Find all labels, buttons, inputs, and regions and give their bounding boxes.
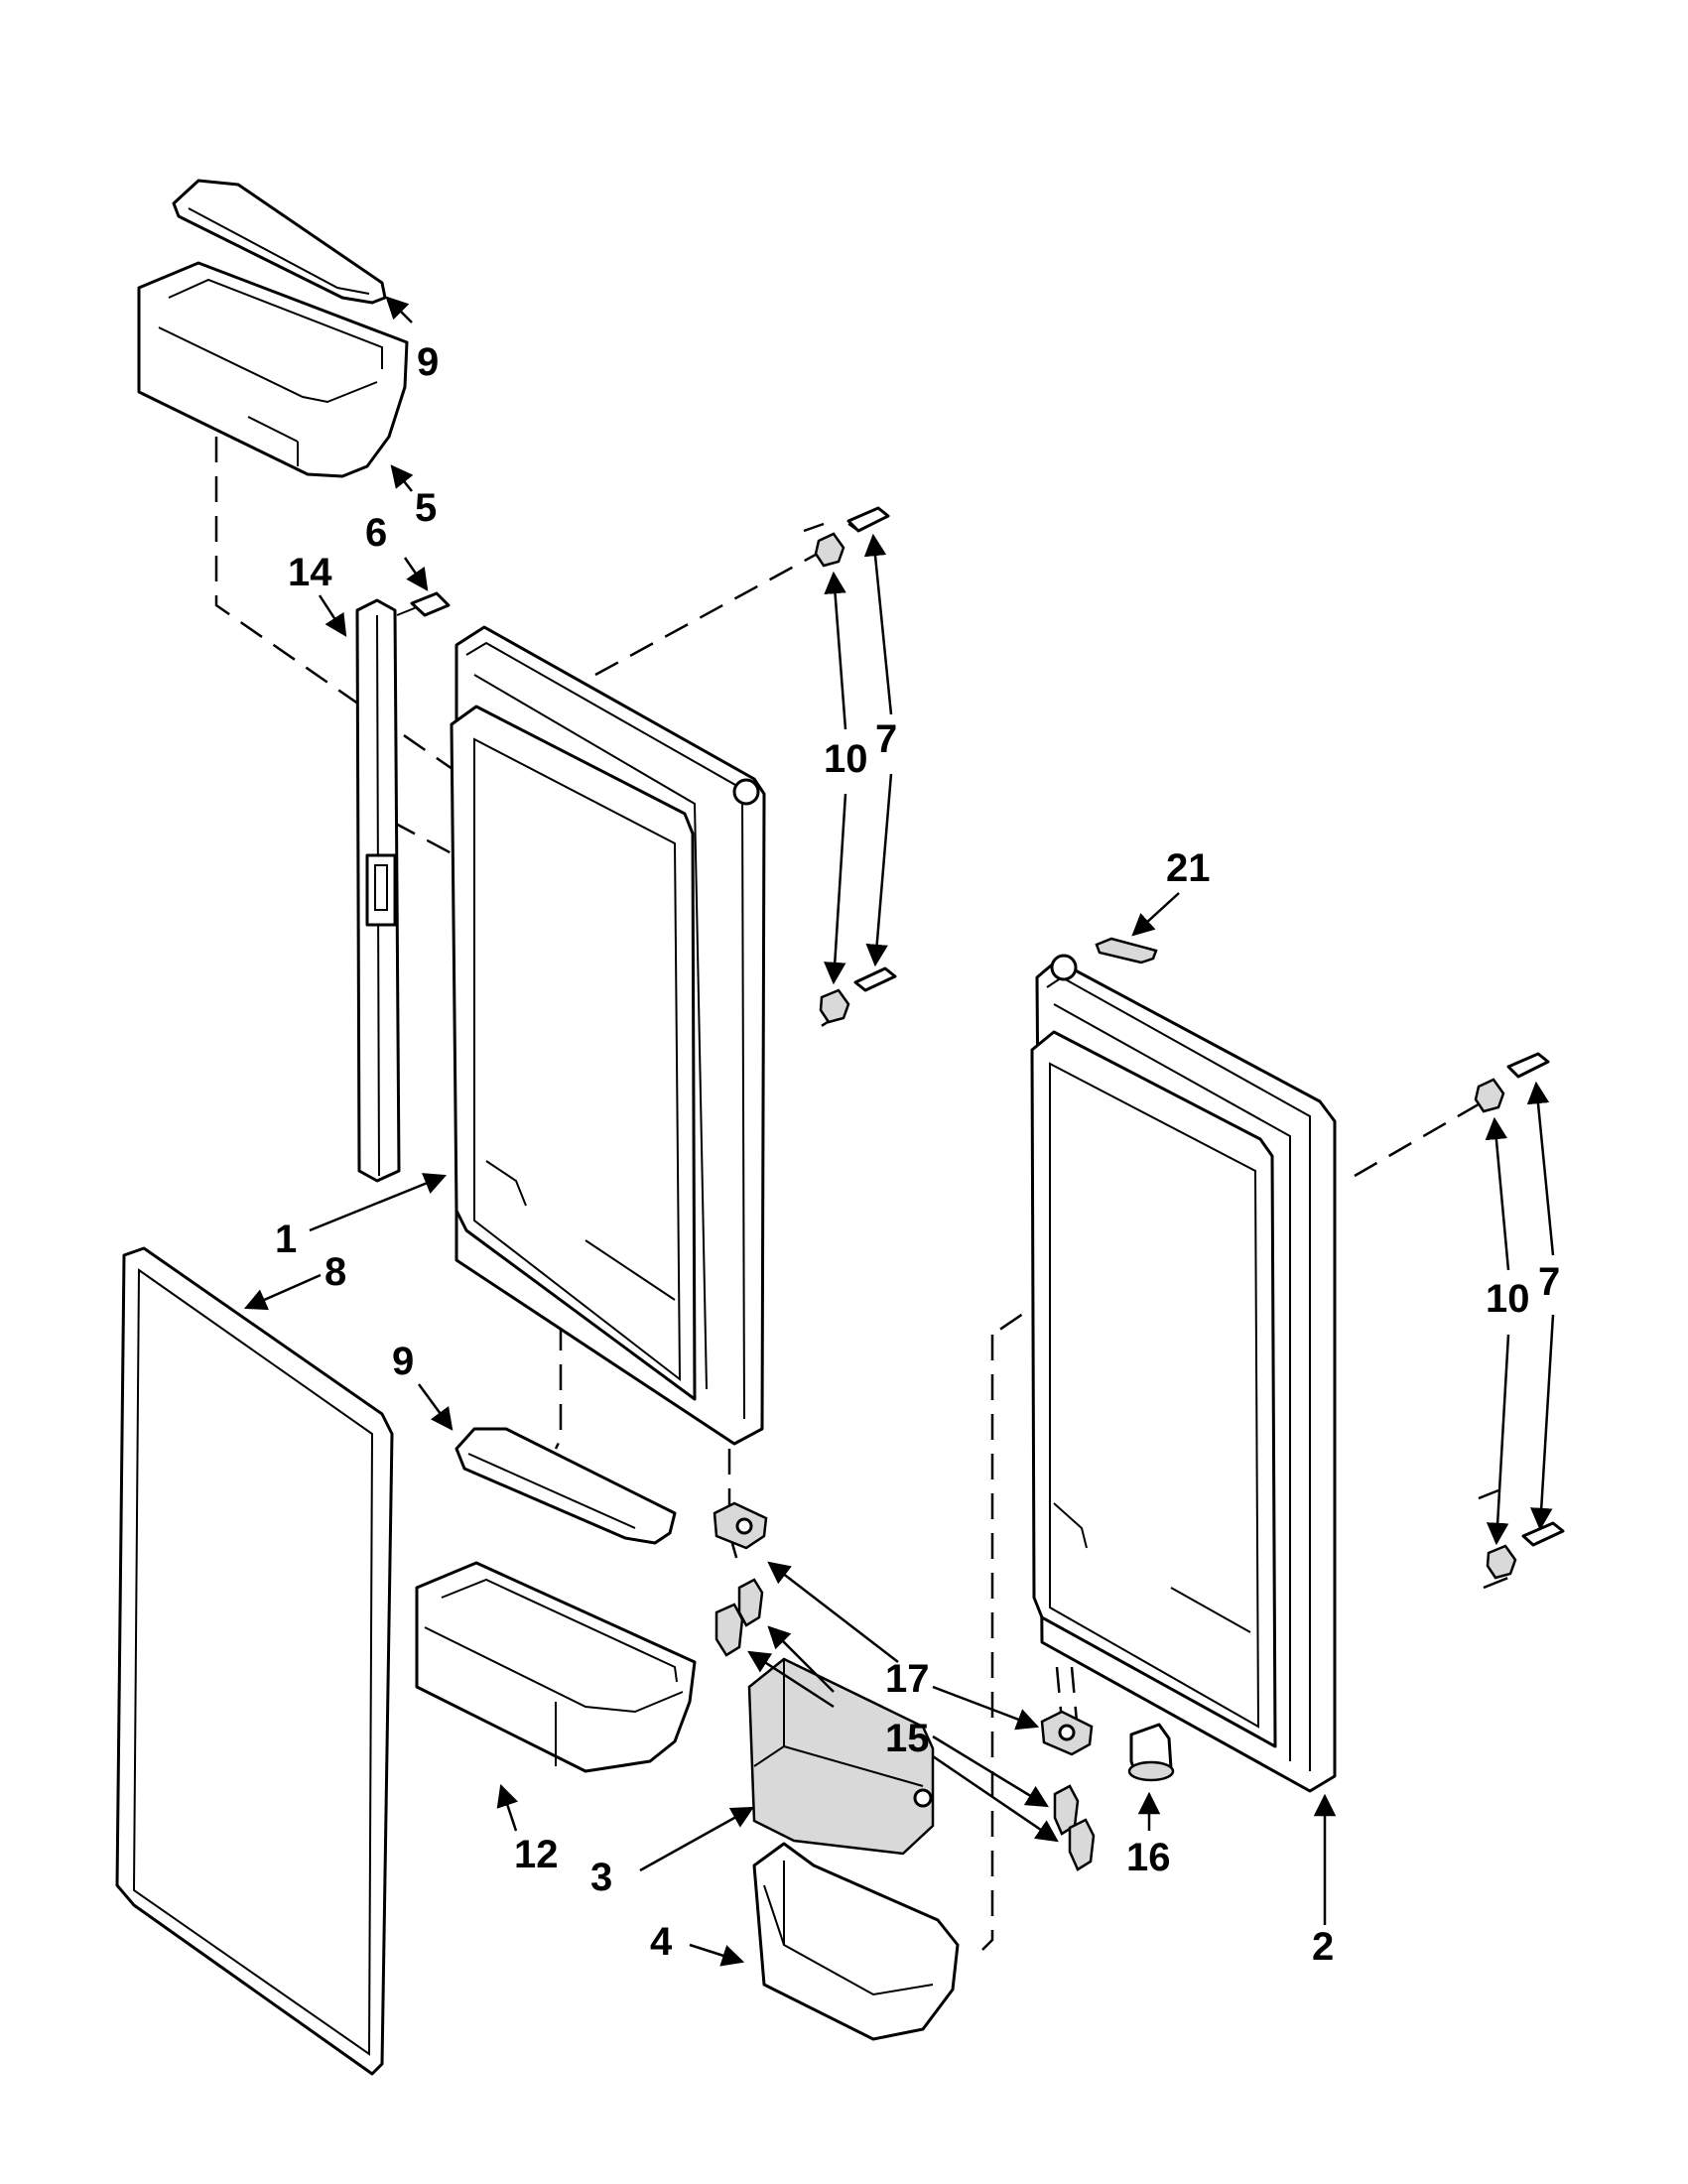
callout-10-left: 10 bbox=[824, 737, 868, 781]
screws-15-right bbox=[1053, 1784, 1096, 1871]
callout-6: 6 bbox=[365, 511, 387, 555]
shelf-cover-9-mid bbox=[454, 1427, 677, 1545]
bumper-screw-set-left bbox=[814, 506, 897, 1024]
door-2 bbox=[1030, 954, 1337, 1793]
callout-14: 14 bbox=[288, 551, 332, 594]
hinge-cap-16 bbox=[1127, 1723, 1175, 1782]
callout-12: 12 bbox=[514, 1833, 559, 1876]
callout-9-top: 9 bbox=[417, 340, 439, 384]
door-bin-12 bbox=[415, 1561, 697, 1773]
gasket-8 bbox=[115, 1246, 394, 2076]
callout-10-right: 10 bbox=[1486, 1277, 1530, 1321]
callout-2: 2 bbox=[1312, 1925, 1334, 1969]
trim-21 bbox=[1095, 937, 1158, 964]
door-1 bbox=[450, 625, 766, 1446]
leader-lines bbox=[243, 296, 1555, 1967]
door-trim-14 bbox=[355, 598, 401, 1183]
callout-4: 4 bbox=[650, 1920, 673, 1964]
dairy-bin-4 bbox=[752, 1842, 960, 2041]
hinge-17-left bbox=[713, 1501, 768, 1550]
hinge-17-right bbox=[1040, 1710, 1094, 1756]
callout-1: 1 bbox=[275, 1218, 297, 1261]
shelf-cover-9-top bbox=[172, 179, 387, 305]
callout-17: 17 bbox=[885, 1657, 930, 1701]
callout-9-mid: 9 bbox=[392, 1340, 414, 1383]
callout-21: 21 bbox=[1166, 846, 1211, 890]
callout-15: 15 bbox=[885, 1717, 930, 1760]
callout-7-left: 7 bbox=[875, 717, 897, 761]
callout-5: 5 bbox=[415, 486, 437, 530]
callout-7-right: 7 bbox=[1538, 1260, 1560, 1304]
callout-labels: 9 5 6 14 10 7 21 1 8 9 10 7 17 15 12 16 … bbox=[275, 340, 1560, 1969]
callout-8: 8 bbox=[325, 1250, 346, 1294]
callout-3: 3 bbox=[590, 1856, 612, 1899]
screw-6 bbox=[396, 591, 451, 617]
dairy-door-3 bbox=[747, 1657, 935, 1856]
screws-15-left bbox=[714, 1578, 764, 1657]
bumper-screw-set-right bbox=[1474, 1052, 1565, 1580]
callout-16: 16 bbox=[1126, 1836, 1171, 1879]
door-bin-5 bbox=[137, 261, 409, 478]
